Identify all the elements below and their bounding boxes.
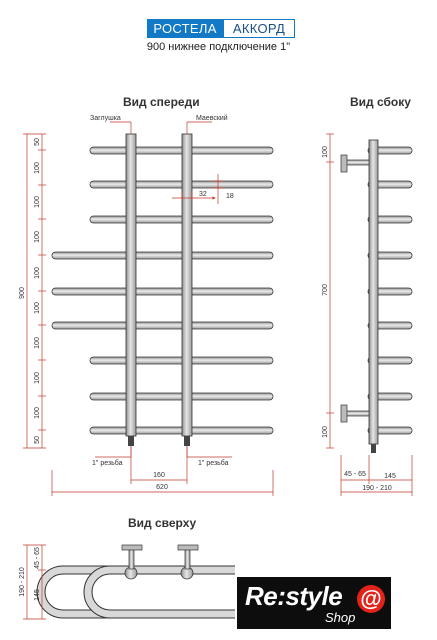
side-horizontal-dimensions [340,455,413,496]
total-width-value: 620 [156,484,168,491]
side-total-value: 190 - 210 [362,485,392,492]
model-subtitle: 900 нижнее подключение 1" [146,41,291,53]
side-middle-value: 700 [322,284,329,296]
front-collectors [125,133,193,446]
front-bar-3 [89,215,274,224]
logo-at-icon: @ [357,585,385,613]
segment-4: 100 [34,231,41,243]
plug-label: Заглушка [90,115,121,122]
logo-subtext: Shop [325,610,356,625]
front-bar-9 [89,426,274,435]
model-name: АККОРД [223,19,295,38]
bottom-wall-mount [345,410,370,417]
logo-wordmark: Re:style [245,581,343,611]
segment-5: 100 [34,267,41,279]
height-dimension-chain [23,133,46,449]
front-view-title: Вид спереди [123,95,200,109]
right-thread [184,436,190,446]
segment-7: 100 [34,337,41,349]
front-bar-8 [89,392,274,401]
segment-1: 50 [34,138,41,146]
segment-6: 100 [34,302,41,314]
width-dimensions [51,446,274,496]
top-depth-value: 145 [34,589,41,601]
pipe-gap-dimension: 32 18 [172,174,234,204]
side-bottom-value: 100 [322,426,329,438]
side-depth-value: 145 [384,473,396,480]
left-thread [128,436,134,446]
front-bar-4 [51,251,274,260]
front-bar-2 [89,180,274,189]
front-bar-7 [89,356,274,365]
pipe-gap-value: 32 [199,191,207,198]
top-view-drawing [36,544,235,619]
restyle-shop-logo: Re:style Shop @ [237,577,391,629]
segment-labels: 50 100 100 100 100 100 100 100 100 50 [34,138,41,444]
top-view-title: Вид сверху [128,516,197,530]
thread-label-right: 1" резьба [198,459,229,467]
top-wall-mount [345,159,370,166]
segment-8: 100 [34,372,41,384]
segment-3: 100 [34,196,41,208]
top-total-value: 190 - 210 [19,567,26,597]
thread-label-left: 1" резьба [92,459,123,467]
center-distance-value: 160 [153,472,165,479]
side-vertical-dimensions [326,133,334,449]
front-crossbars [51,146,274,435]
pipe-dia-value: 18 [226,193,234,200]
front-bar-5 [51,287,274,296]
side-view-title: Вид сбоку [350,95,411,109]
side-view-drawing [340,139,413,453]
segment-2: 100 [34,162,41,174]
front-bar-6 [51,321,274,330]
top-view-dimensions [23,544,46,620]
segment-9: 100 [34,407,41,419]
top-offset-value: 45 - 65 [34,547,41,569]
side-offset-value: 45 - 65 [344,471,366,478]
front-bar-1 [89,146,274,155]
brand-name: РОСТЕЛА [147,19,223,38]
segment-10: 50 [34,436,41,444]
left-collector [125,133,137,437]
side-top-value: 100 [322,146,329,158]
height-value: 900 [19,287,26,299]
right-collector [181,133,193,437]
mayevsky-label: Маевский [196,114,228,122]
